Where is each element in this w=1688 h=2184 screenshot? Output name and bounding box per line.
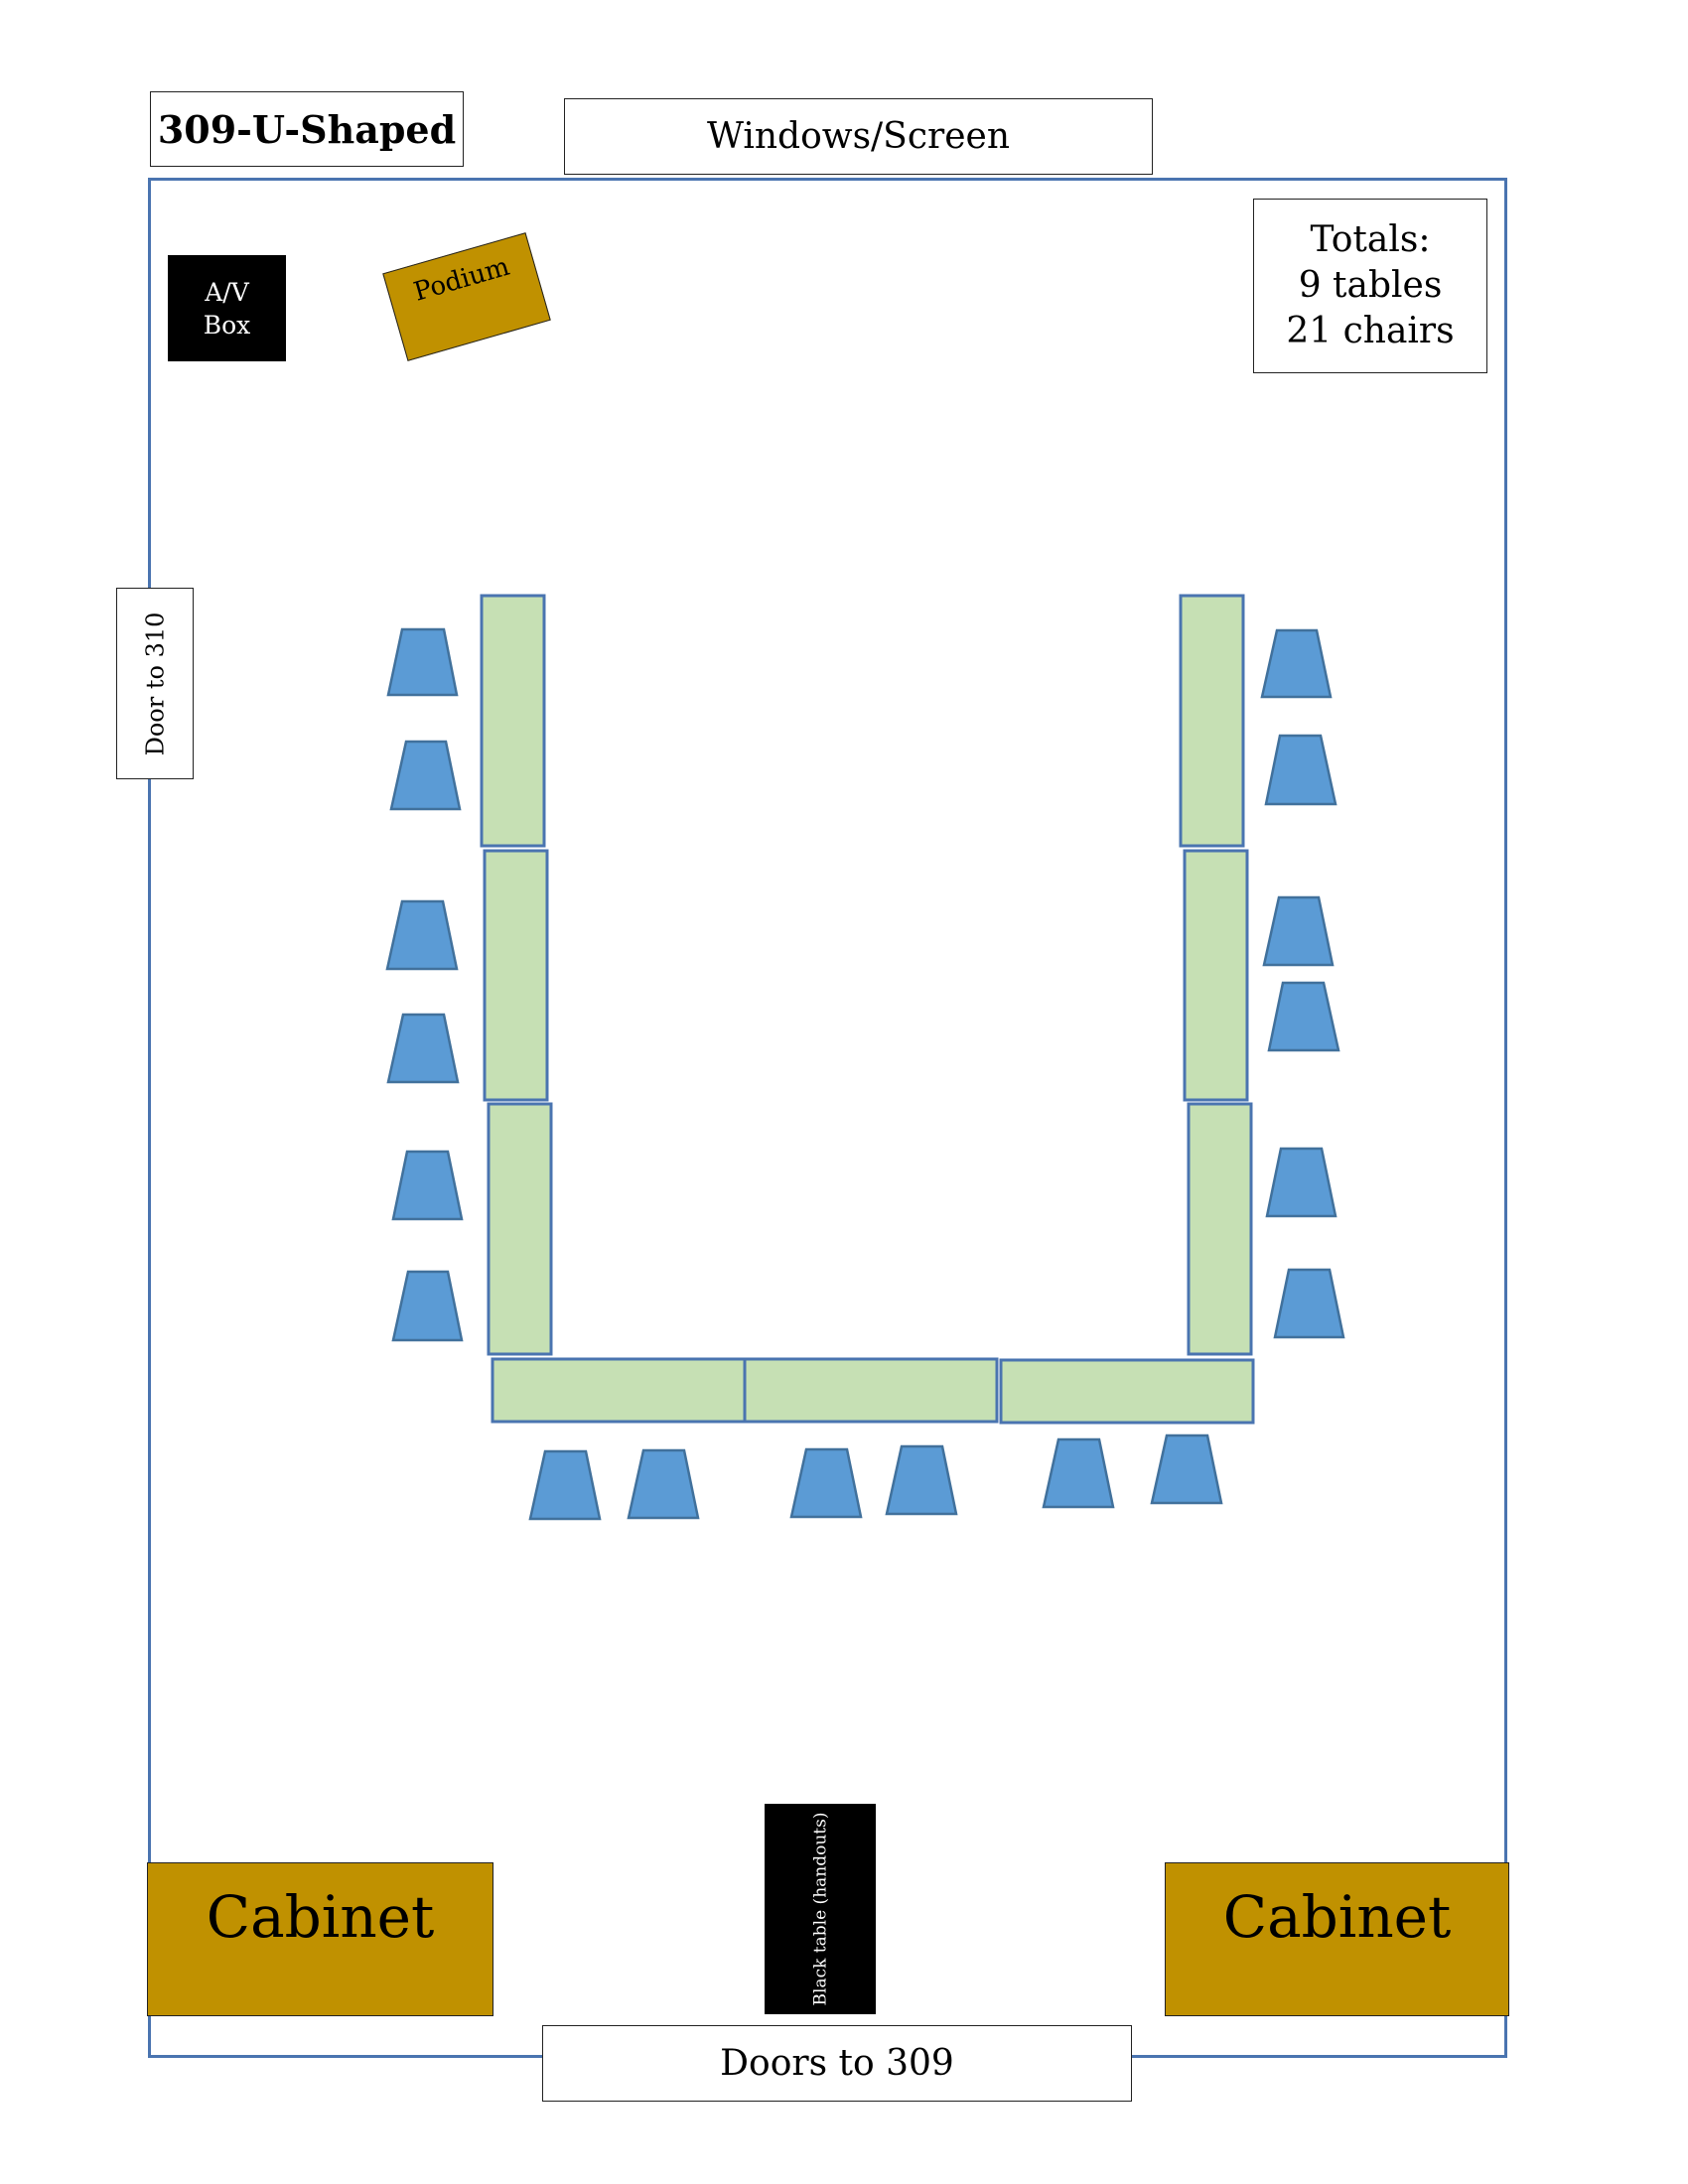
chairs [385, 627, 1345, 1521]
table-right-3 [1187, 1102, 1253, 1356]
cabinet-right-label: Cabinet [1222, 1883, 1452, 1951]
table-right-2 [1183, 849, 1249, 1102]
cabinet-right: Cabinet [1165, 1862, 1509, 2016]
chair-right-2 [1264, 734, 1337, 806]
table-right-1 [1179, 594, 1245, 848]
chair-bottom-2 [627, 1448, 700, 1520]
chair-bottom-4 [885, 1444, 958, 1516]
chair-bottom-1 [528, 1449, 602, 1521]
handout-table-label: Black table (handouts) [810, 1812, 830, 2006]
chair-left-4 [386, 1013, 460, 1084]
door-to-310-label: Door to 310 [116, 588, 194, 779]
chair-left-5 [391, 1150, 464, 1221]
chair-right-3 [1262, 895, 1335, 967]
table-bottom-2 [743, 1357, 999, 1424]
av-box-line2: Box [203, 310, 251, 340]
cabinet-left-label: Cabinet [206, 1883, 435, 1951]
table-bottom-1 [491, 1357, 747, 1424]
chair-right-1 [1260, 628, 1333, 699]
chair-right-5 [1265, 1147, 1337, 1218]
chair-right-4 [1267, 981, 1340, 1052]
cabinet-left: Cabinet [147, 1862, 493, 2016]
chair-bottom-5 [1042, 1437, 1115, 1509]
chair-bottom-3 [789, 1447, 863, 1519]
doors-to-309-text: Doors to 309 [720, 2043, 954, 2084]
windows-screen-label: Windows/Screen [564, 98, 1153, 175]
table-left-2 [483, 849, 549, 1102]
table-left-3 [487, 1102, 553, 1356]
av-box: A/V Box [168, 255, 286, 361]
av-box-line1: A/V [205, 277, 249, 307]
tables [480, 594, 1255, 1425]
handout-table: Black table (handouts) [765, 1804, 876, 2014]
chair-left-6 [391, 1270, 464, 1342]
chair-left-2 [389, 740, 462, 811]
chair-bottom-6 [1150, 1433, 1223, 1505]
chair-left-3 [385, 899, 459, 971]
totals-box: Totals: 9 tables 21 chairs [1253, 199, 1487, 373]
totals-chairs: 21 chairs [1286, 311, 1455, 351]
chair-left-1 [386, 627, 459, 697]
chair-right-6 [1273, 1268, 1345, 1339]
windows-screen-text: Windows/Screen [706, 116, 1011, 157]
doors-to-309-label: Doors to 309 [542, 2025, 1132, 2102]
table-left-1 [480, 594, 546, 848]
room-title-text: 309-U-Shaped [157, 106, 457, 152]
totals-tables: 9 tables [1298, 265, 1443, 306]
table-bottom-3 [999, 1358, 1255, 1425]
room-title: 309-U-Shaped [150, 91, 464, 167]
totals-heading: Totals: [1310, 219, 1431, 260]
